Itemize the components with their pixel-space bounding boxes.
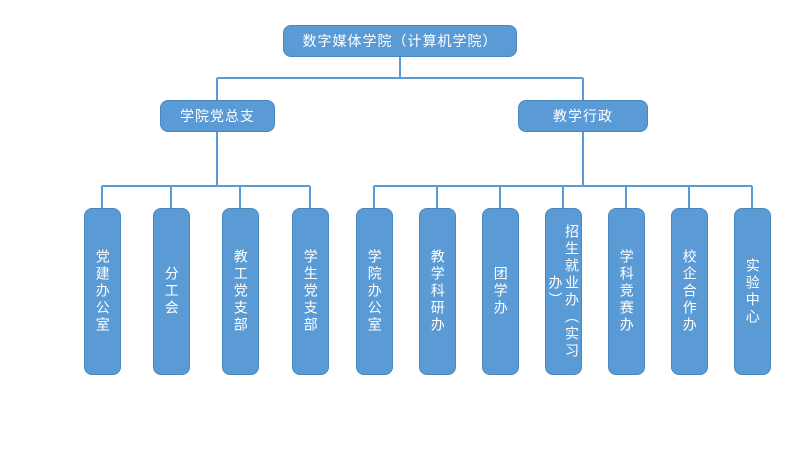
node-unit-labor-union[interactable]: 分工会 xyxy=(153,208,190,375)
node-unit-admissions-employment-office[interactable]: 招生就业办（实习办） xyxy=(545,208,582,375)
node-branch-admin[interactable]: 教学行政 xyxy=(518,100,648,132)
node-unit-faculty-party-branch[interactable]: 教工党支部 xyxy=(222,208,259,375)
node-branch-party[interactable]: 学院党总支 xyxy=(160,100,275,132)
node-root[interactable]: 数字媒体学院（计算机学院） xyxy=(283,25,517,57)
node-unit-experiment-center[interactable]: 实验中心 xyxy=(734,208,771,375)
node-unit-academic-competition-office[interactable]: 学科竞赛办 xyxy=(608,208,645,375)
node-unit-college-office[interactable]: 学院办公室 xyxy=(356,208,393,375)
node-unit-party-office[interactable]: 党建办公室 xyxy=(84,208,121,375)
node-unit-student-party-branch[interactable]: 学生党支部 xyxy=(292,208,329,375)
node-unit-youth-league-office[interactable]: 团学办 xyxy=(482,208,519,375)
node-unit-school-enterprise-cooperation-office[interactable]: 校企合作办 xyxy=(671,208,708,375)
node-unit-teaching-research-office[interactable]: 教学科研办 xyxy=(419,208,456,375)
